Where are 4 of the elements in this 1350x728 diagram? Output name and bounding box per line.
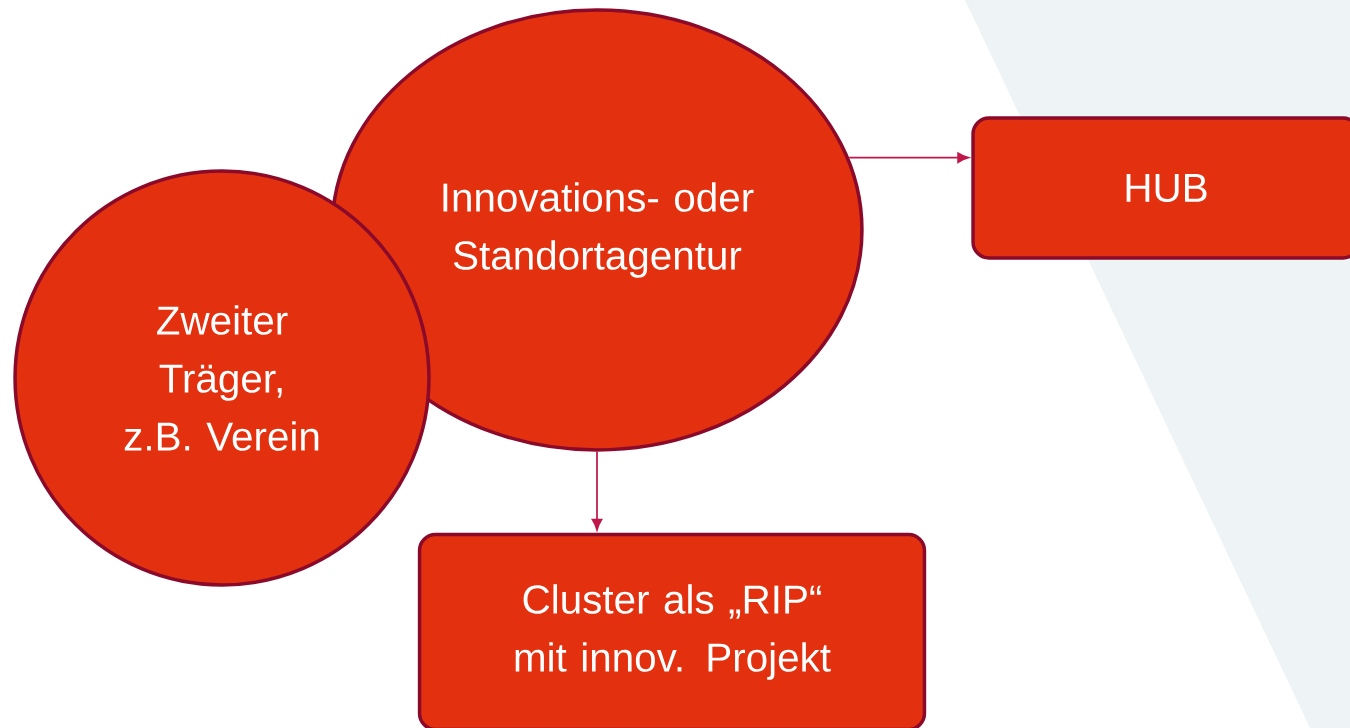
arrow [591,450,603,531]
rounded-box: Cluster als „RIP“ mit innov. Projekt [417,532,927,728]
arrow [848,152,970,164]
rounded-box: HUB [971,116,1350,260]
